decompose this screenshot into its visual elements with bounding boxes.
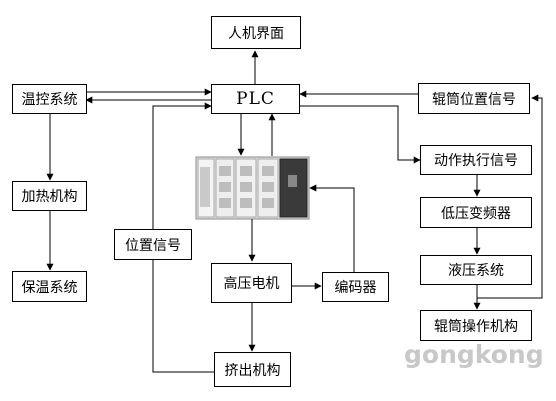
node-temp-control: 温控系统 bbox=[12, 84, 87, 114]
inverter-cabinet-image bbox=[195, 156, 310, 220]
node-roller-operation: 辊筒操作机构 bbox=[420, 310, 532, 341]
node-roller-position-signal: 辊筒位置信号 bbox=[418, 83, 530, 114]
node-low-voltage-vfd: 低压变频器 bbox=[420, 197, 532, 228]
node-hmi: 人机界面 bbox=[211, 16, 301, 49]
watermark-logo: gongkong bbox=[404, 340, 544, 369]
node-hydraulic-system: 液压系统 bbox=[420, 255, 532, 285]
node-action-signal: 动作执行信号 bbox=[420, 145, 532, 175]
node-extrusion-mechanism: 挤出机构 bbox=[214, 352, 291, 387]
node-plc: PLC bbox=[211, 84, 300, 114]
node-encoder: 编码器 bbox=[322, 272, 389, 302]
connector-encoder-to-cabinet bbox=[309, 184, 355, 272]
node-position-signal: 位置信号 bbox=[114, 229, 192, 260]
node-heating-mechanism: 加热机构 bbox=[12, 181, 87, 211]
node-hv-motor: 高压电机 bbox=[211, 263, 292, 303]
node-insulation-system: 保温系统 bbox=[12, 271, 87, 302]
connector-roller-op-to-signal bbox=[477, 94, 543, 299]
connector-plc-to-action bbox=[300, 105, 421, 164]
